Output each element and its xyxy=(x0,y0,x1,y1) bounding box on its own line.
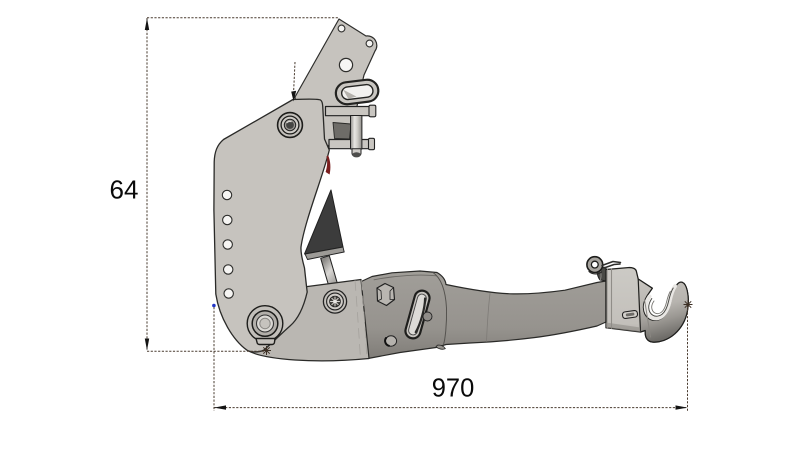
svg-text:970: 970 xyxy=(432,375,475,403)
svg-text:64: 64 xyxy=(110,175,139,205)
